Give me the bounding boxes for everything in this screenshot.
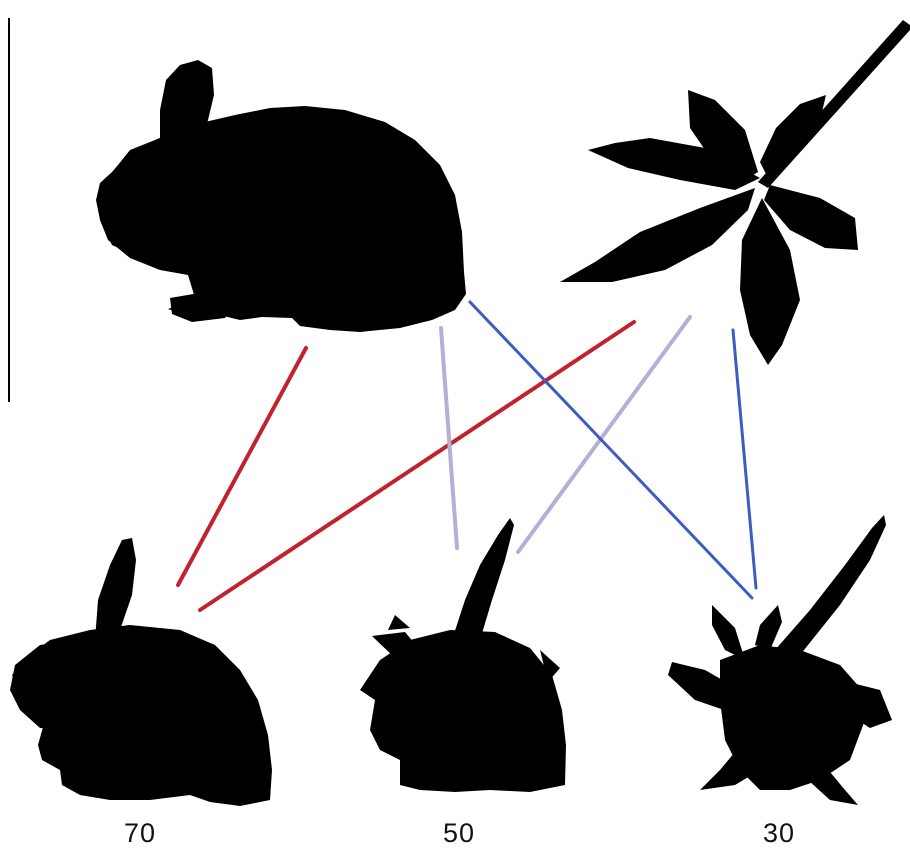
connection-rabbit-to-70 [176,346,308,587]
source-leaf-silhouette [560,20,910,365]
connection-leaf-to-70 [198,320,636,612]
morph-30-silhouette [668,515,892,805]
morph-50-silhouette [360,518,566,792]
morph-label-30: 30 [762,818,796,848]
connection-rabbit-to-50 [439,326,459,550]
source-rabbit-silhouette [96,60,466,332]
connection-rabbit-to-30 [468,300,754,600]
morph-70-silhouette [10,538,272,806]
morph-label-50: 50 [442,818,476,848]
connection-leaf-to-50 [516,315,692,554]
morph-label-70: 70 [123,818,157,848]
connection-leaf-to-30 [731,328,758,590]
